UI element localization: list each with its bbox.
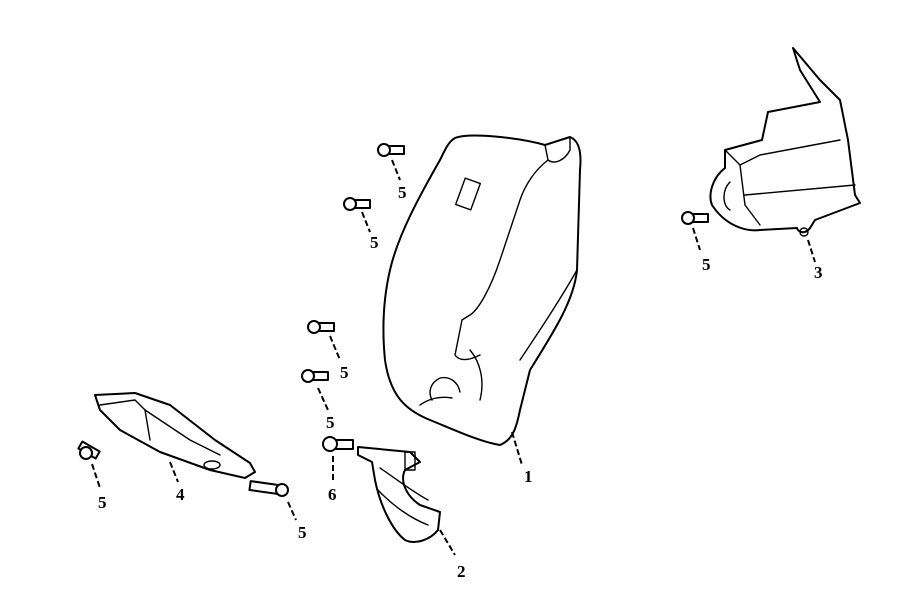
leader-lines: [91, 159, 816, 556]
bolt-5-a: [377, 143, 405, 157]
callout-5-f: 5: [98, 493, 107, 512]
callout-6: 6: [328, 485, 337, 504]
bolt-6: [322, 436, 354, 452]
bolt-5-g: [248, 480, 289, 497]
callout-5-c: 5: [702, 255, 711, 274]
bolt-5-b: [343, 197, 371, 211]
callout-1: 1: [524, 467, 533, 486]
bolt-5-e: [301, 369, 329, 383]
bolt-5-f: [77, 440, 101, 460]
part-4-skid-plate: [94, 392, 256, 479]
callout-3: 3: [814, 263, 823, 282]
part-3-upper-cover: [709, 47, 861, 237]
part-1-main-cover: [382, 134, 582, 446]
part-2-lower-guard: [357, 446, 441, 543]
callout-5-a: 5: [398, 183, 407, 202]
callout-labels: 1 2 3 4 5 5 5 5 5 5 5 6: [98, 183, 823, 581]
bolt-5-d: [307, 320, 335, 334]
callout-5-b: 5: [370, 233, 379, 252]
callout-2: 2: [457, 562, 466, 581]
callout-5-d: 5: [340, 363, 349, 382]
callout-5-g: 5: [298, 523, 307, 542]
callout-5-e: 5: [326, 413, 335, 432]
callout-4: 4: [176, 485, 185, 504]
bolt-5-c: [681, 211, 709, 225]
